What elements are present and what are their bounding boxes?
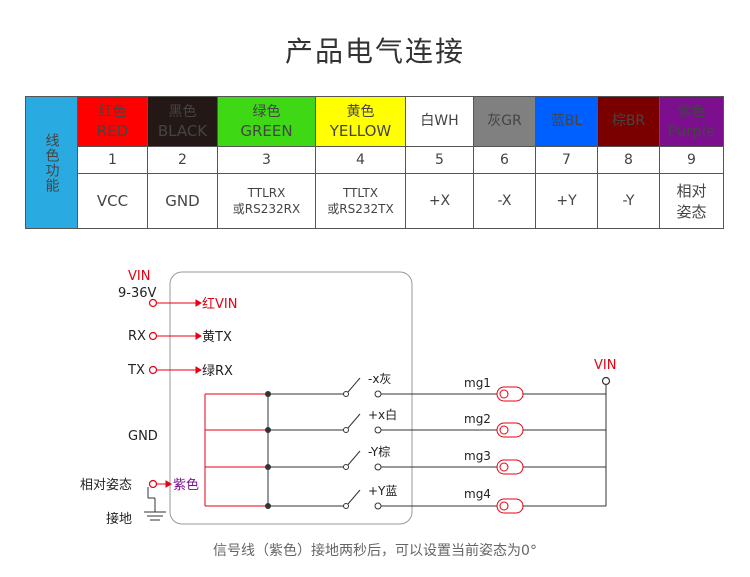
magnet-3	[496, 459, 524, 475]
red-vin-label: 红VIN	[202, 296, 237, 312]
voltage-label: 9-36V	[118, 286, 157, 301]
relative-label: 相对姿态	[80, 477, 132, 493]
side-label: 线色功能	[25, 96, 78, 229]
magnet-1-label: mg1	[464, 376, 491, 390]
magnet-2	[496, 422, 524, 438]
pin-number: 2	[147, 146, 218, 174]
pin-number: 3	[217, 146, 316, 174]
terminal-vin-right	[601, 376, 611, 386]
gnd-label: GND	[128, 429, 158, 444]
terminal-vin	[148, 298, 158, 308]
ground-icon	[144, 487, 166, 521]
switch-2-label: +x白	[368, 407, 397, 422]
vin-right-label: VIN	[594, 358, 616, 373]
wiring-diagram: VIN 9-36V RX TX GND 相对姿态 接地 红VIN 黄TX 绿RX…	[80, 269, 616, 527]
page-title: 产品电气连接	[284, 35, 465, 68]
magnet-4	[496, 498, 524, 514]
pin-number: 9	[659, 146, 724, 174]
switch-4-label: +Y蓝	[368, 484, 397, 498]
vin-left-label: VIN	[128, 269, 150, 284]
pin-number: 5	[405, 146, 474, 174]
pin-function: +Y	[535, 173, 598, 229]
switch-3-label: -Y棕	[368, 444, 390, 459]
pin-function: -X	[473, 173, 536, 229]
ground-label: 接地	[106, 511, 132, 527]
pin-function: +X	[405, 173, 474, 229]
pin-number: 6	[473, 146, 536, 174]
switch-3	[343, 450, 382, 471]
terminal-tx	[148, 365, 158, 375]
pin-number: 8	[597, 146, 660, 174]
header-white: 白WH	[405, 96, 474, 147]
pin-function: GND	[147, 173, 218, 229]
footer-note: 信号线（紫色）接地两秒后，可以设置当前姿态为0°	[213, 543, 537, 559]
pin-number: 7	[535, 146, 598, 174]
header-brown: 棕BR	[597, 96, 660, 147]
switch-1-label: -x灰	[368, 372, 391, 386]
pin-number: 4	[315, 146, 406, 174]
yellow-tx-label: 黄TX	[202, 330, 232, 345]
magnet-1	[496, 386, 524, 402]
header-gray: 灰GR	[473, 96, 536, 147]
tx-label: TX	[127, 363, 145, 378]
terminal-rx	[148, 331, 158, 341]
module-box	[169, 271, 413, 525]
pin-function: 相对姿态	[659, 173, 724, 229]
purple-label: 紫色	[173, 477, 199, 493]
pin-function: -Y	[597, 173, 660, 229]
pin-number: 1	[77, 146, 148, 174]
magnet-3-label: mg3	[464, 449, 491, 463]
magnet-2-label: mg2	[464, 412, 491, 426]
pin-function: VCC	[77, 173, 148, 229]
magnet-4-label: mg4	[464, 487, 491, 501]
rx-label: RX	[128, 329, 146, 344]
green-rx-label: 绿RX	[202, 364, 233, 379]
header-blue: 蓝BL	[535, 96, 598, 147]
terminal-relative	[148, 479, 158, 489]
